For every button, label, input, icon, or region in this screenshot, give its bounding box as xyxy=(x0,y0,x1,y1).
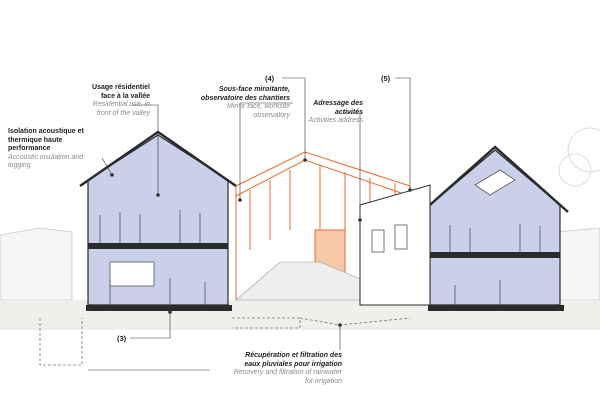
label-residential: Usage résidentiel face à la vallée Resid… xyxy=(90,84,150,118)
label-residential-fr: Usage résidentiel face à la vallée xyxy=(92,84,150,100)
label-isolation: Isolation acoustique et thermique haute … xyxy=(8,128,90,171)
marker-3: (3) xyxy=(117,334,127,343)
label-mirror-en: Mirror face, worksite observatory xyxy=(226,103,290,119)
label-isolation-fr: Isolation acoustique et thermique haute … xyxy=(8,128,84,153)
left-house xyxy=(79,130,237,311)
label-rainwater-fr: Récupération et filtration des eaux pluv… xyxy=(244,352,342,368)
label-address: Adressage des activités Activities addre… xyxy=(300,100,363,126)
leader-lines xyxy=(88,77,411,371)
label-rainwater-en: Recovery and filtration of rainwater for… xyxy=(233,369,342,385)
label-mirror: Sous-face miroitante, observatoire des c… xyxy=(190,86,290,120)
label-address-en: Activities address xyxy=(308,117,363,125)
leader-dots xyxy=(110,158,412,327)
marker-5: (5) xyxy=(381,74,391,83)
right-building xyxy=(359,145,569,311)
label-rainwater: Récupération et filtration des eaux pluv… xyxy=(232,352,342,386)
label-mirror-fr: Sous-face miroitante, observatoire des c… xyxy=(200,86,290,102)
label-residential-en: Residential use, in front of the valley xyxy=(92,101,150,117)
background-context xyxy=(0,127,600,301)
marker-4: (4) xyxy=(265,74,275,83)
label-isolation-en: Accoustic insulation and logging xyxy=(8,153,84,170)
label-address-fr: Adressage des activités xyxy=(313,100,363,116)
